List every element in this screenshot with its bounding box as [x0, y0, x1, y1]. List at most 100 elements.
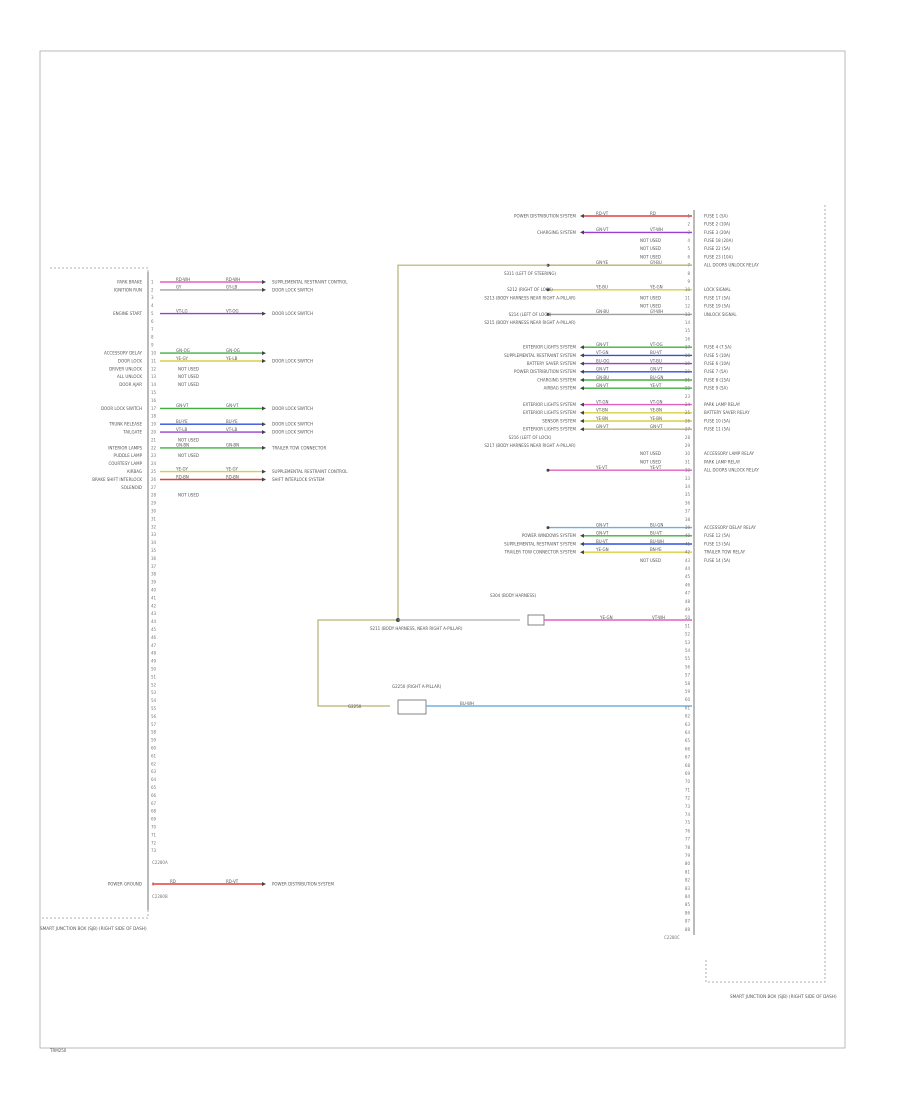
left-wire-arrow [262, 287, 266, 292]
left-wire-color-code: YE-GY [175, 466, 188, 471]
right-pin-number: 59 [685, 689, 691, 694]
right-wire-color-code: VT-GN [650, 399, 663, 404]
left-pin-number: 36 [151, 556, 157, 561]
right-wire-label: FUSE 1 (5A) [704, 213, 728, 218]
left-pin-number: 9 [151, 343, 154, 348]
power-wire-color-code: RD [170, 879, 176, 884]
diagram-frame [39, 50, 846, 1049]
right-wire-origin: EXTERIOR LIGHTS SYSTEM [523, 427, 577, 432]
right-wire-arrow [580, 353, 584, 358]
right-wire-color-code: GY-BU [650, 260, 662, 265]
power-pin-number: 1 [152, 881, 155, 886]
right-pin-number: 8 [687, 271, 690, 276]
right-pin-number: 17 [685, 345, 691, 350]
left-wire-arrow [262, 280, 266, 284]
left-wire-destination: DOOR LOCK SWITCH [272, 358, 313, 363]
left-wire-color-code: GN-OG [226, 348, 240, 353]
right-pin-number: 7 [687, 263, 690, 268]
left-pin-number: 72 [151, 840, 157, 845]
right-pin-number: 5 [687, 246, 690, 251]
left-pin-number: 8 [151, 335, 154, 340]
right-wire-arrow [580, 533, 584, 538]
left-pin-number: 53 [151, 690, 157, 695]
left-signal-label: DOOR AJAR [119, 382, 142, 387]
right-pin-number: 9 [687, 279, 690, 284]
left-pin-number: 70 [151, 825, 157, 830]
right-wire-color-code: YE-VT [649, 383, 662, 388]
left-pin-number: 60 [151, 746, 157, 751]
right-wire-color-code: BU-GN [650, 375, 663, 380]
left-wire-arrow [262, 351, 266, 356]
right-wire-color-code: GN-VT [596, 367, 609, 372]
right-wire-color-code: VT-WH [650, 227, 663, 232]
left-pin-number: 22 [151, 445, 157, 450]
right-pin-number: 77 [685, 837, 691, 842]
left-pin-number: 12 [151, 366, 157, 371]
right-pin-number: 72 [685, 796, 691, 801]
right-wire-arrow [580, 361, 584, 366]
right-wire-label: FUSE 3 (20A) [704, 230, 731, 235]
left-pin-number: 14 [151, 382, 157, 387]
right-pin-number: 50 [685, 615, 691, 620]
right-pin-number: 16 [685, 336, 691, 341]
right-not-used-note: NOT USED [640, 295, 661, 300]
right-wire-splice-dot [546, 312, 550, 316]
right-wire-splice-dot [546, 468, 550, 472]
right-pin-number: 47 [685, 591, 691, 596]
right-wire-origin: CHARGING SYSTEM [537, 230, 576, 235]
right-wire-origin: TRAILER TOW CONNECTOR SYSTEM [504, 550, 577, 555]
left-signal-label: DOOR LOCK SWITCH [101, 406, 142, 411]
text-layer: 1234567891011121314151617181920212223242… [92, 211, 759, 932]
left-pin-number: 68 [151, 809, 157, 814]
right-pin-number: 24 [685, 402, 691, 407]
left-pin-number: 56 [151, 714, 157, 719]
right-wire-color-code: GN-VT [596, 531, 609, 536]
left-pin-number: 7 [151, 327, 154, 332]
right-pin-number: 48 [685, 599, 691, 604]
left-wire-color-code: BU-YE [226, 419, 238, 424]
left-signal-label: PARK BRAKE [117, 279, 142, 284]
left-pin-number: 69 [151, 817, 157, 822]
left-pin-number: 41 [151, 595, 157, 600]
left-pin-number: 24 [151, 461, 157, 466]
left-signal-label: ACCESSORY DELAY [104, 351, 143, 356]
right-wire-label: FUSE 7 (5A) [704, 369, 728, 374]
left-signal-label: TAILGATE [122, 430, 142, 435]
right-pin-number: 43 [685, 558, 691, 563]
right-not-used-note: NOT USED [640, 459, 661, 464]
left-wire-arrow [262, 359, 266, 363]
left-pin-number: 15 [151, 390, 157, 395]
left-signal-label: ENGINE START [113, 311, 142, 316]
left-wire-destination: DOOR LOCK SWITCH [272, 287, 313, 292]
left-pin-number: 31 [151, 516, 157, 521]
right-wire-arrow [580, 230, 584, 235]
right-pin-number: 57 [685, 673, 691, 678]
left-wire-destination: DOOR LOCK SWITCH [272, 311, 313, 316]
right-wire-color-code: GN-VT [596, 227, 609, 232]
right-pin-number: 1 [687, 213, 690, 218]
left-pin-number: 45 [151, 627, 157, 632]
right-wire-color-code: GN-VT [650, 424, 663, 429]
right-wire-arrow [580, 550, 584, 555]
right-wire-label: FUSE 13 (5A) [704, 541, 731, 546]
left-signal-label: IGNITION RUN [114, 287, 142, 292]
left-wire-color-code: YE-GY [225, 466, 238, 471]
right-wire-color-code: BU-VT [650, 350, 663, 355]
right-wire-color-code: BU-OG [596, 358, 609, 363]
right-connector-bottom: C2280C [664, 935, 680, 940]
right-wire-splice-dot [546, 526, 550, 530]
right-pin-number: 63 [685, 722, 691, 727]
right-pin-number: 40 [685, 533, 691, 538]
left-pin-number: 16 [151, 398, 157, 403]
right-pin-number: 52 [685, 632, 691, 637]
right-wire-label: FUSE 6 (10A) [704, 361, 731, 366]
right-pin-number: 56 [685, 664, 691, 669]
ground-wire-code: BU-WH [460, 701, 474, 706]
right-pin-number: 67 [685, 755, 691, 760]
right-wire-color-code: YE-VT [649, 465, 662, 470]
right-wire-origin: SUPPLEMENTAL RESTRAINT SYSTEM [504, 353, 576, 358]
left-connector-second: C2280B [152, 894, 168, 899]
left-not-used-note: NOT USED [178, 382, 199, 387]
right-wire-arrow [580, 419, 584, 423]
